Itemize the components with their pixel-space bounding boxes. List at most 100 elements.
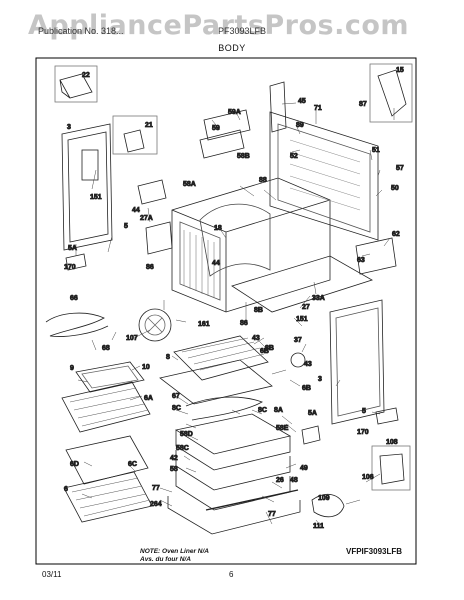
callout-label: 59 [212, 125, 220, 132]
callout-label: 45 [298, 98, 306, 105]
hinge-receptacle-5 [375, 407, 399, 425]
oven-liner-note: NOTE: Oven Liner N/A Avs. du four N/A [140, 548, 209, 564]
page-title: BODY [218, 43, 246, 53]
callout-label: 88 [259, 177, 267, 184]
callout-label: 5A [308, 410, 317, 417]
callout-label: 5 [124, 223, 128, 230]
callout-label: 27A [140, 215, 153, 222]
vent-59 [203, 109, 251, 141]
callout-label: 264 [150, 501, 162, 508]
publication-number: Publication No. 318... [38, 26, 124, 36]
note-line-french: Avs. du four N/A [140, 556, 191, 563]
callout-label: 58D [180, 431, 193, 438]
part-27-bottom-panel [231, 255, 373, 313]
part-45 [269, 81, 287, 133]
screw-43 [290, 352, 306, 368]
callout-label: 8B [254, 307, 263, 314]
callout-label: 48 [290, 477, 298, 484]
oven-insulation [199, 203, 271, 277]
model-number: PF3093LFB [218, 26, 267, 36]
footer-page-number: 6 [229, 570, 234, 579]
callout-label: 63 [357, 257, 365, 264]
callout-label: 66 [70, 295, 78, 302]
callout-label: 57 [396, 165, 404, 172]
callout-label: 52 [290, 153, 298, 160]
watermark: AppliancePartsPros.com [28, 10, 410, 41]
fan-blade-109 [311, 493, 345, 518]
callout-label: 59A [228, 109, 241, 116]
callout-label: 3 [318, 376, 322, 383]
callout-label: 109 [318, 495, 330, 502]
callout-label: 6A [144, 395, 153, 402]
callout-label: 77 [152, 485, 160, 492]
callout-label: 6B [302, 385, 311, 392]
callout-label: 42 [170, 455, 178, 462]
callout-label: 9 [70, 365, 74, 372]
callout-label: 8C [258, 407, 267, 414]
terminal-block-63 [355, 237, 397, 275]
part-151-hinge [81, 149, 99, 181]
callout-label: 44 [132, 207, 140, 214]
bracket-27a [145, 221, 173, 255]
callout-label: 5A [68, 245, 77, 252]
callout-box [54, 65, 98, 103]
callout-label: 170 [357, 429, 369, 436]
callout-label: 15 [396, 67, 404, 74]
callout-label: 26 [276, 477, 284, 484]
callout-box [371, 445, 411, 491]
callout-box [369, 63, 413, 123]
diagram-frame [35, 57, 417, 565]
convection-fan-107 [138, 308, 172, 342]
callout-label: 62 [392, 231, 400, 238]
broil-element-66 [45, 312, 109, 337]
callout-label: 170 [64, 264, 76, 271]
callout-label: 8A [274, 407, 283, 414]
callout-label: 77 [268, 511, 276, 518]
fan-motor-108 [379, 453, 405, 485]
callout-label: 151 [90, 194, 102, 201]
callout-label: 106 [362, 474, 374, 481]
callout-label: 22 [82, 72, 90, 79]
callout-label: 27 [302, 304, 310, 311]
callout-label: 8 [166, 354, 170, 361]
broil-pan-10 [75, 361, 145, 393]
oven-rack-6b [159, 359, 273, 405]
trim-59a [199, 129, 245, 159]
callout-label: 87 [359, 101, 367, 108]
callout-label: 58C [176, 445, 189, 452]
callout-label: 8B [265, 345, 274, 352]
callout-label: 44 [212, 260, 220, 267]
callout-label: 10 [142, 364, 150, 371]
callout-label: 43 [304, 361, 312, 368]
trim-264 [205, 489, 299, 511]
callout-label: 21 [145, 122, 153, 129]
drawing-code: VFPIF3093LFB [346, 547, 403, 556]
callout-label: 71 [314, 105, 322, 112]
callout-label: 6C [128, 461, 137, 468]
footer-date: 03/11 [42, 570, 62, 579]
callout-label: 151 [296, 316, 308, 323]
callout-label: 6D [70, 461, 79, 468]
part-22-bracket [59, 73, 93, 99]
callout-label: 89 [296, 122, 304, 129]
hinge-5a-right [301, 425, 321, 445]
oven-rack-6 [63, 471, 153, 523]
callout-label: 50 [391, 185, 399, 192]
hinge-5a [65, 253, 87, 271]
bake-element-67 [185, 396, 263, 421]
callout-label: 68 [102, 345, 110, 352]
oven-door-upper [61, 123, 113, 251]
callout-label: 6B [260, 348, 269, 355]
drawer-front-77 [167, 496, 301, 535]
callout-box [112, 115, 158, 155]
callout-label: 49 [300, 465, 308, 472]
callout-label: 67 [172, 393, 180, 400]
callout-label: 33A [312, 295, 325, 302]
oven-rack-6d [65, 435, 149, 485]
part-15-harness [377, 69, 407, 117]
drawer-58 [175, 470, 291, 511]
callout-label: 58E [276, 425, 289, 432]
note-line-english: NOTE: Oven Liner N/A [140, 548, 209, 555]
callout-label: 107 [126, 335, 138, 342]
